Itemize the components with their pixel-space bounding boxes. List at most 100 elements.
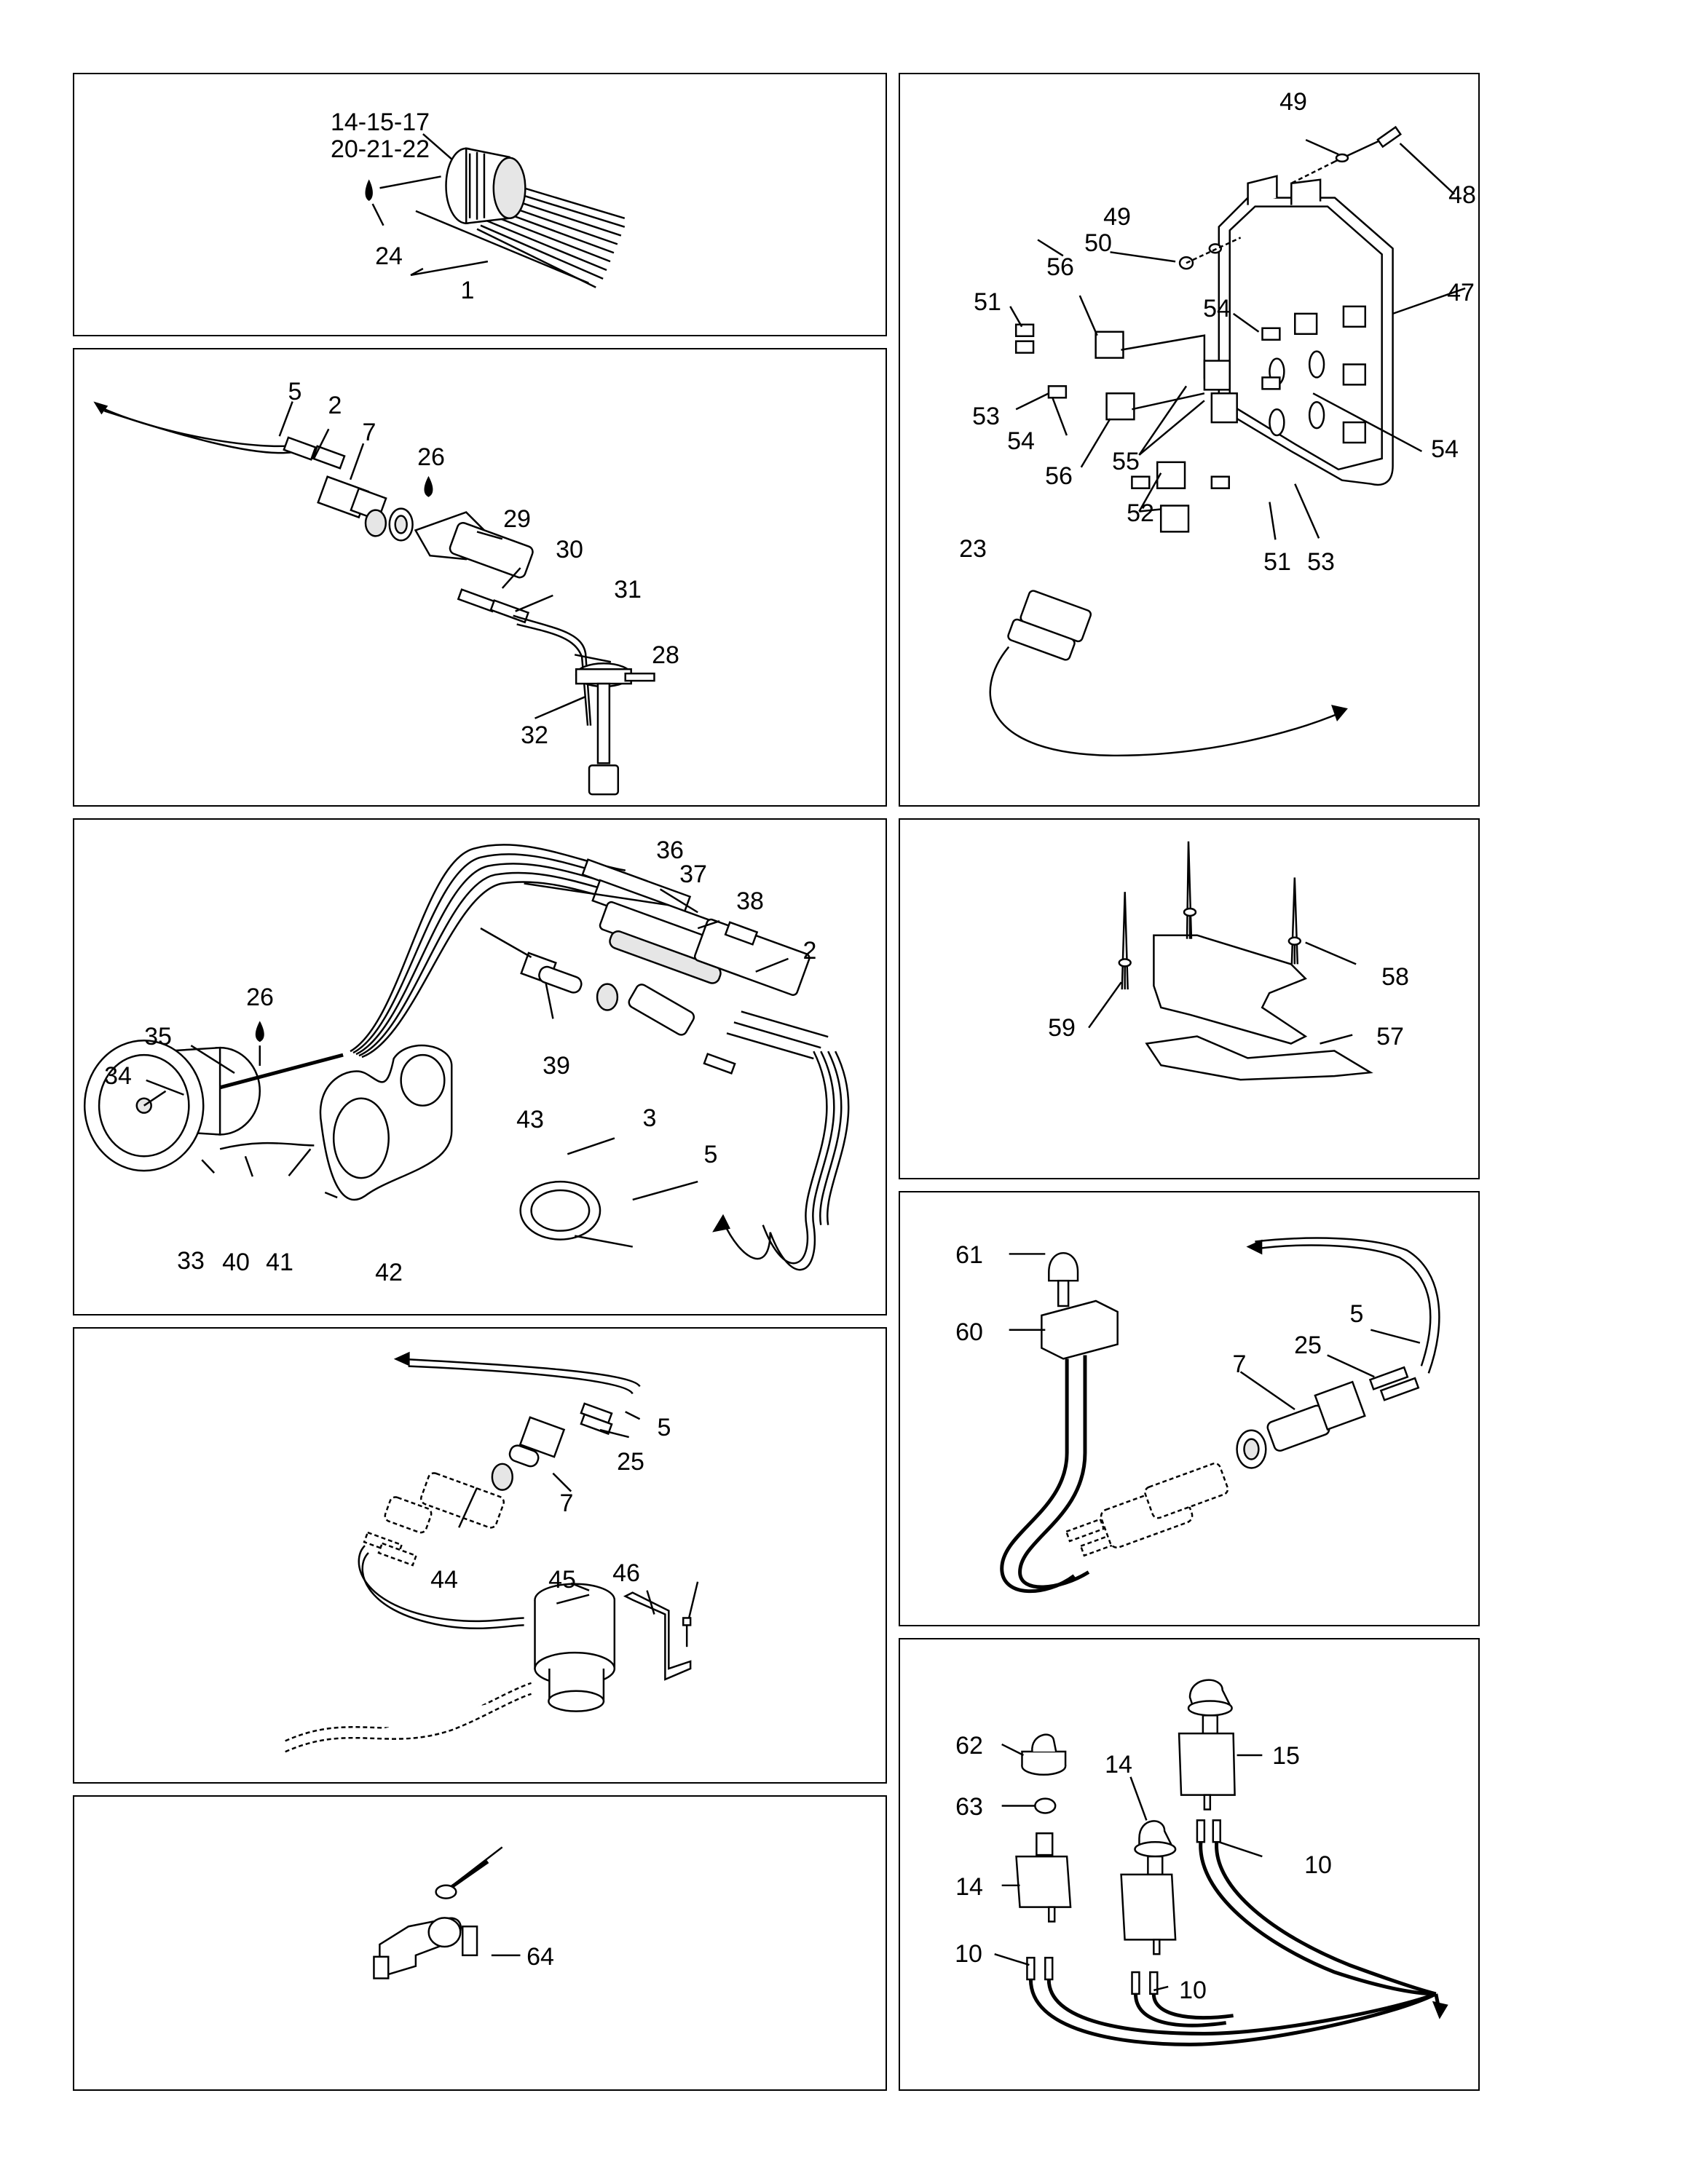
panel-switch: 61 60 5 25 7 <box>899 1191 1480 1626</box>
label-20-21-22: 20-21-22 <box>330 135 430 163</box>
panel-ground: 64 <box>73 1795 887 2091</box>
knob-62 <box>1021 1733 1067 1776</box>
label-64: 64 <box>526 1943 554 1971</box>
label-40: 40 <box>222 1249 250 1276</box>
label-57: 57 <box>1376 1023 1404 1051</box>
label-49: 49 <box>1279 88 1307 116</box>
label-2: 2 <box>802 937 817 965</box>
fuel-sensor-32 <box>575 662 655 796</box>
label-53: 53 <box>972 403 1000 430</box>
label-26: 26 <box>246 984 274 1011</box>
connector-7 <box>508 1416 566 1468</box>
panel-support: 58 57 59 <box>899 818 1480 1179</box>
gauge-drawing <box>83 844 850 1271</box>
connector-36-37 <box>581 858 725 984</box>
oil-drop-icon <box>255 1021 264 1042</box>
label-51: 51 <box>974 288 1001 316</box>
label-48: 48 <box>1448 181 1476 209</box>
label-36: 36 <box>656 836 684 864</box>
label-2: 2 <box>328 392 342 419</box>
label-56: 56 <box>1045 462 1073 490</box>
label-60: 60 <box>955 1318 983 1346</box>
label-32: 32 <box>521 721 548 749</box>
label-5: 5 <box>657 1414 671 1441</box>
bracket-45 <box>623 1591 692 1681</box>
harness-connector <box>445 147 526 225</box>
label-26: 26 <box>417 443 445 471</box>
label-29: 29 <box>503 505 531 533</box>
housing-29 <box>414 511 534 579</box>
harness-drawing <box>365 133 626 288</box>
label-37: 37 <box>679 860 707 888</box>
gauge-33 <box>83 1039 344 1172</box>
support-drawing <box>1088 841 1373 1081</box>
label-54: 54 <box>1007 427 1035 455</box>
label-7: 7 <box>362 419 376 446</box>
ring-43 <box>519 1180 633 1248</box>
panel-fuel-sensor: 5 2 7 26 29 30 31 28 32 <box>73 348 887 807</box>
switch-14 <box>1015 1832 1072 1923</box>
bezel-41 <box>319 1044 453 1201</box>
label-14-15-17: 14-15-17 <box>330 108 430 136</box>
switch-14-mid <box>1120 1820 1177 1955</box>
label-3: 3 <box>642 1104 657 1132</box>
label-1: 1 <box>460 277 475 304</box>
label-62: 62 <box>955 1732 983 1760</box>
connector-2 <box>693 918 811 996</box>
ground-clamp-64 <box>373 1917 478 1979</box>
label-28: 28 <box>652 641 679 669</box>
label-25: 25 <box>1294 1332 1322 1359</box>
connector-39 <box>480 927 583 994</box>
label-23: 23 <box>959 535 987 563</box>
label-49: 49 <box>1103 203 1131 231</box>
bilge-pump-44 <box>534 1583 616 1712</box>
connector-3 <box>596 983 695 1036</box>
label-25: 25 <box>617 1448 644 1476</box>
switch-60 <box>1041 1279 1119 1360</box>
label-5: 5 <box>1349 1300 1364 1328</box>
switch-drawing <box>1000 1237 1440 1594</box>
label-45: 45 <box>548 1566 576 1594</box>
label-33: 33 <box>177 1247 205 1275</box>
label-54: 54 <box>1431 435 1459 463</box>
label-30: 30 <box>556 536 583 563</box>
label-31: 31 <box>614 576 642 604</box>
fuse-box-47 <box>1218 175 1394 486</box>
label-7: 7 <box>559 1489 574 1517</box>
label-5: 5 <box>703 1141 718 1168</box>
label-5: 5 <box>288 378 302 405</box>
label-59: 59 <box>1048 1014 1076 1042</box>
label-53: 53 <box>1307 548 1335 576</box>
panel-bilge-pump: 5 25 7 44 45 46 <box>73 1327 887 1784</box>
label-52: 52 <box>1127 499 1154 527</box>
label-56: 56 <box>1046 253 1074 281</box>
label-10: 10 <box>1179 1977 1207 2004</box>
panel-harness: 14-15-17 20-21-22 24 1 <box>73 73 887 336</box>
support-plate-57 <box>1145 934 1373 1081</box>
arrow-icon <box>96 405 296 448</box>
arrow-icon <box>1255 1244 1432 1366</box>
label-43: 43 <box>516 1106 544 1133</box>
label-46: 46 <box>612 1559 640 1587</box>
oil-drop-icon <box>365 179 373 202</box>
panel-gauge: 36 37 38 2 26 35 34 39 3 5 43 33 40 41 4… <box>73 818 887 1315</box>
label-14: 14 <box>1105 1751 1132 1779</box>
label-14: 14 <box>955 1873 983 1901</box>
label-55: 55 <box>1112 448 1140 475</box>
label-41: 41 <box>266 1249 293 1276</box>
label-35: 35 <box>144 1023 172 1051</box>
label-63: 63 <box>955 1793 983 1821</box>
fuel-sensor-drawing <box>93 401 655 796</box>
connector-7 <box>1266 1380 1366 1452</box>
label-7: 7 <box>1232 1350 1247 1378</box>
label-38: 38 <box>736 887 764 915</box>
label-39: 39 <box>543 1052 570 1080</box>
oil-drop-icon <box>424 475 433 497</box>
bilge-pump-drawing <box>285 1351 699 1753</box>
connector-23 <box>989 590 1348 757</box>
fuse-box-drawing <box>989 125 1466 757</box>
label-58: 58 <box>1381 963 1409 991</box>
label-51: 51 <box>1263 548 1291 576</box>
switch-15 <box>1178 1679 1236 1811</box>
panel-switches: 62 15 63 14 10 14 10 10 <box>899 1638 1480 2091</box>
